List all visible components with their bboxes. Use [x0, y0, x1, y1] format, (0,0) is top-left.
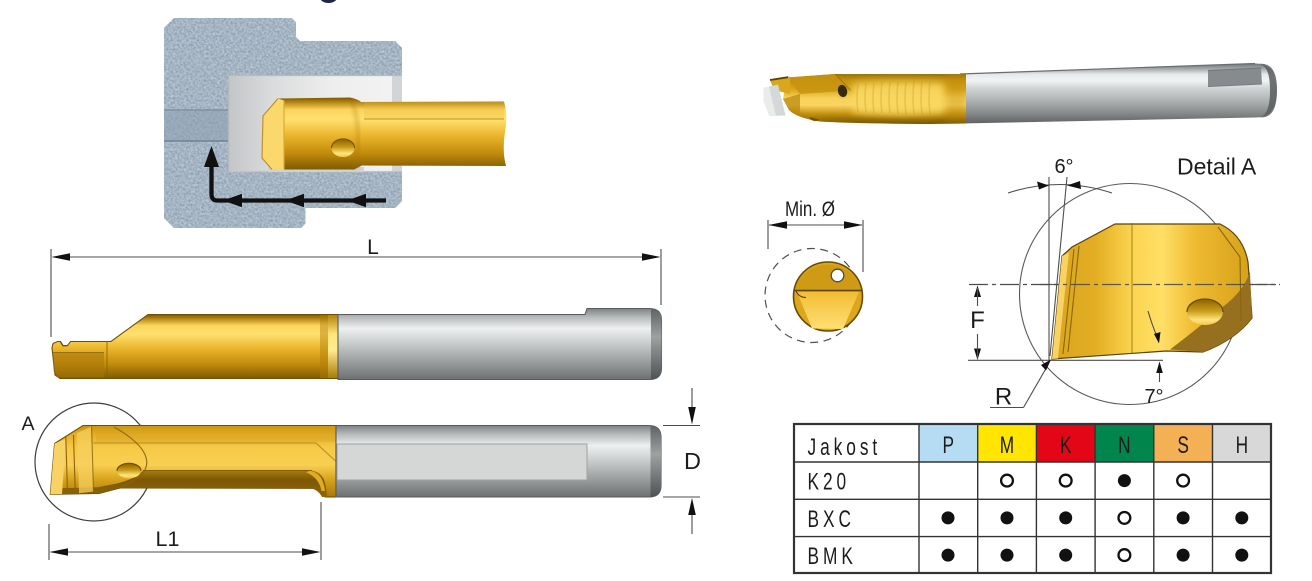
- svg-text:6°: 6°: [1054, 156, 1073, 178]
- svg-text:F: F: [970, 307, 985, 334]
- svg-text:M: M: [1000, 432, 1014, 458]
- svg-text:D: D: [684, 448, 701, 474]
- svg-text:Jakost: Jakost: [808, 434, 882, 460]
- svg-text:K20: K20: [808, 469, 851, 495]
- svg-text:BXC: BXC: [808, 506, 855, 532]
- svg-text:L1: L1: [156, 527, 180, 551]
- svg-text:R: R: [995, 384, 1012, 411]
- svg-text:S: S: [1177, 432, 1189, 458]
- svg-text:H: H: [1236, 432, 1248, 458]
- svg-text:P: P: [943, 432, 955, 458]
- svg-text:L: L: [367, 236, 379, 259]
- svg-text:N: N: [1118, 432, 1130, 458]
- svg-text:Detail A: Detail A: [1177, 154, 1257, 180]
- svg-text:BMK: BMK: [808, 543, 857, 569]
- svg-text:K: K: [1060, 432, 1072, 458]
- svg-text:7°: 7°: [1144, 386, 1163, 408]
- svg-text:A: A: [21, 413, 34, 435]
- svg-text:Min. Ø: Min. Ø: [785, 198, 835, 221]
